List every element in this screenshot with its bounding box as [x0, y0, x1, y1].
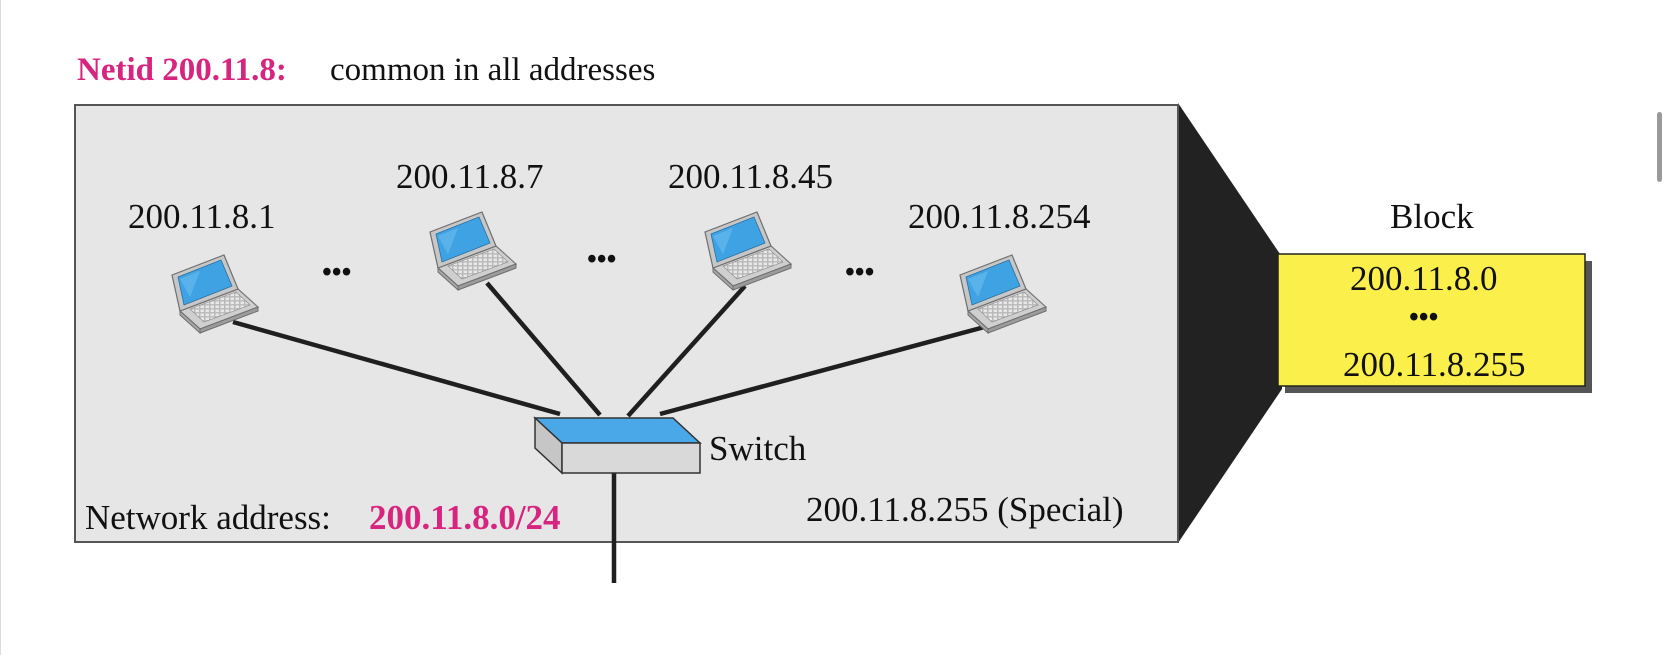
host-address: 200.11.8.7: [396, 157, 543, 196]
block-last-address: 200.11.8.255: [1343, 345, 1525, 384]
switch-icon: [533, 416, 702, 475]
host-ellipsis: •••: [845, 257, 874, 288]
block-first-address: 200.11.8.0: [1350, 259, 1497, 298]
netid-label: Netid 200.11.8:: [77, 52, 287, 88]
block-title: Block: [1390, 197, 1474, 236]
block-funnel: [1178, 103, 1282, 543]
special-address: 200.11.8.255 (Special): [806, 490, 1124, 529]
host-ellipsis: •••: [587, 244, 616, 275]
host-address: 200.11.8.254: [908, 197, 1090, 236]
cable-host-4: [659, 322, 993, 417]
vertical-scrollbar[interactable]: [1657, 112, 1662, 182]
cable-host-1: [232, 319, 561, 417]
block-box: [1277, 253, 1586, 387]
cable-host-2: [485, 281, 602, 417]
network-address-value: 200.11.8.0/24: [369, 498, 561, 537]
host-ellipsis: •••: [322, 257, 351, 288]
block-ellipsis: •••: [1409, 302, 1438, 333]
host-address: 200.11.8.45: [668, 157, 833, 196]
netid-description: common in all addresses: [330, 52, 655, 88]
host-address: 200.11.8.1: [128, 197, 275, 236]
cable-host-3: [626, 284, 747, 418]
network-address-label: Network address:: [85, 498, 331, 537]
switch-label: Switch: [709, 429, 807, 468]
